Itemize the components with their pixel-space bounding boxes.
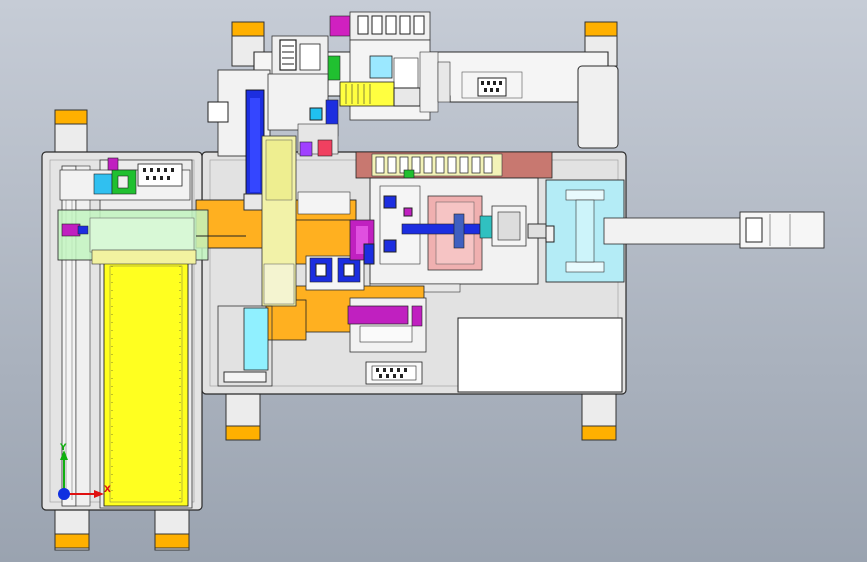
lower-clamp-assembly	[347, 297, 427, 353]
left-top-unit	[59, 157, 191, 201]
cross-carriage	[57, 209, 246, 265]
cable-chain	[355, 151, 553, 185]
triad-y-label: Y	[59, 443, 67, 453]
top-mechanism	[207, 11, 451, 157]
triad-z-axis	[58, 488, 70, 500]
foot-pad	[54, 109, 88, 157]
triad-x-label: X	[104, 485, 111, 495]
center-fixture	[369, 177, 539, 293]
foot-pad	[225, 391, 261, 441]
lower-connector-terminal	[365, 361, 423, 385]
right-cylinder-assembly	[527, 179, 825, 283]
foot-pad	[584, 21, 618, 67]
vertical-slide-panel	[261, 135, 351, 307]
foot-pad	[231, 21, 265, 67]
cyan-lower-rod	[217, 305, 273, 387]
foot-pad	[581, 391, 617, 441]
connector-terminal	[477, 77, 507, 97]
mount-blocks	[305, 219, 375, 291]
axis-triad: Y X	[58, 443, 111, 500]
cover-panel	[457, 317, 623, 393]
blue-vertical-arm	[243, 89, 267, 211]
